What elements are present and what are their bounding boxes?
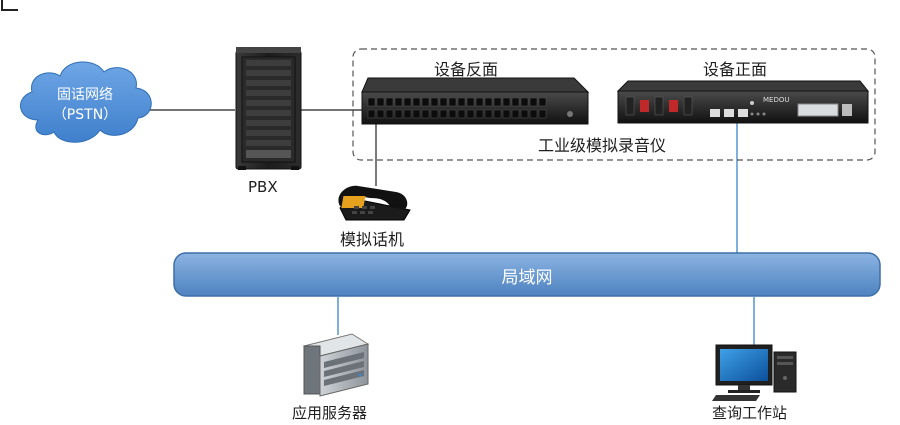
device-boundary (352, 48, 876, 161)
brand-logo: MEDOU (763, 96, 790, 104)
front-panel-title: 设备正面 (703, 60, 768, 79)
rear-panel-title: 设备反面 (434, 60, 499, 79)
corner-mark (1, 0, 18, 11)
pstn-label-line2: （PSTN） (52, 107, 118, 123)
workstation-icon (712, 344, 797, 401)
device-name-label: 工业级模拟录音仪 (538, 136, 667, 155)
phone-label: 模拟话机 (340, 230, 405, 249)
pstn-cloud (20, 61, 152, 143)
workstation-label: 查询工作站 (712, 404, 788, 422)
analog-phone-icon (338, 185, 411, 221)
pbx-label: PBX (248, 178, 278, 196)
recorder-front-icon (616, 80, 870, 124)
lan-label: 局域网 (501, 268, 553, 288)
server-icon (302, 333, 370, 397)
pbx-rack-icon (235, 47, 302, 170)
recorder-rear-icon (361, 77, 590, 125)
pstn-label-line1: 固话网络 (57, 87, 113, 103)
server-label: 应用服务器 (292, 404, 368, 422)
lan-bar (173, 252, 881, 297)
